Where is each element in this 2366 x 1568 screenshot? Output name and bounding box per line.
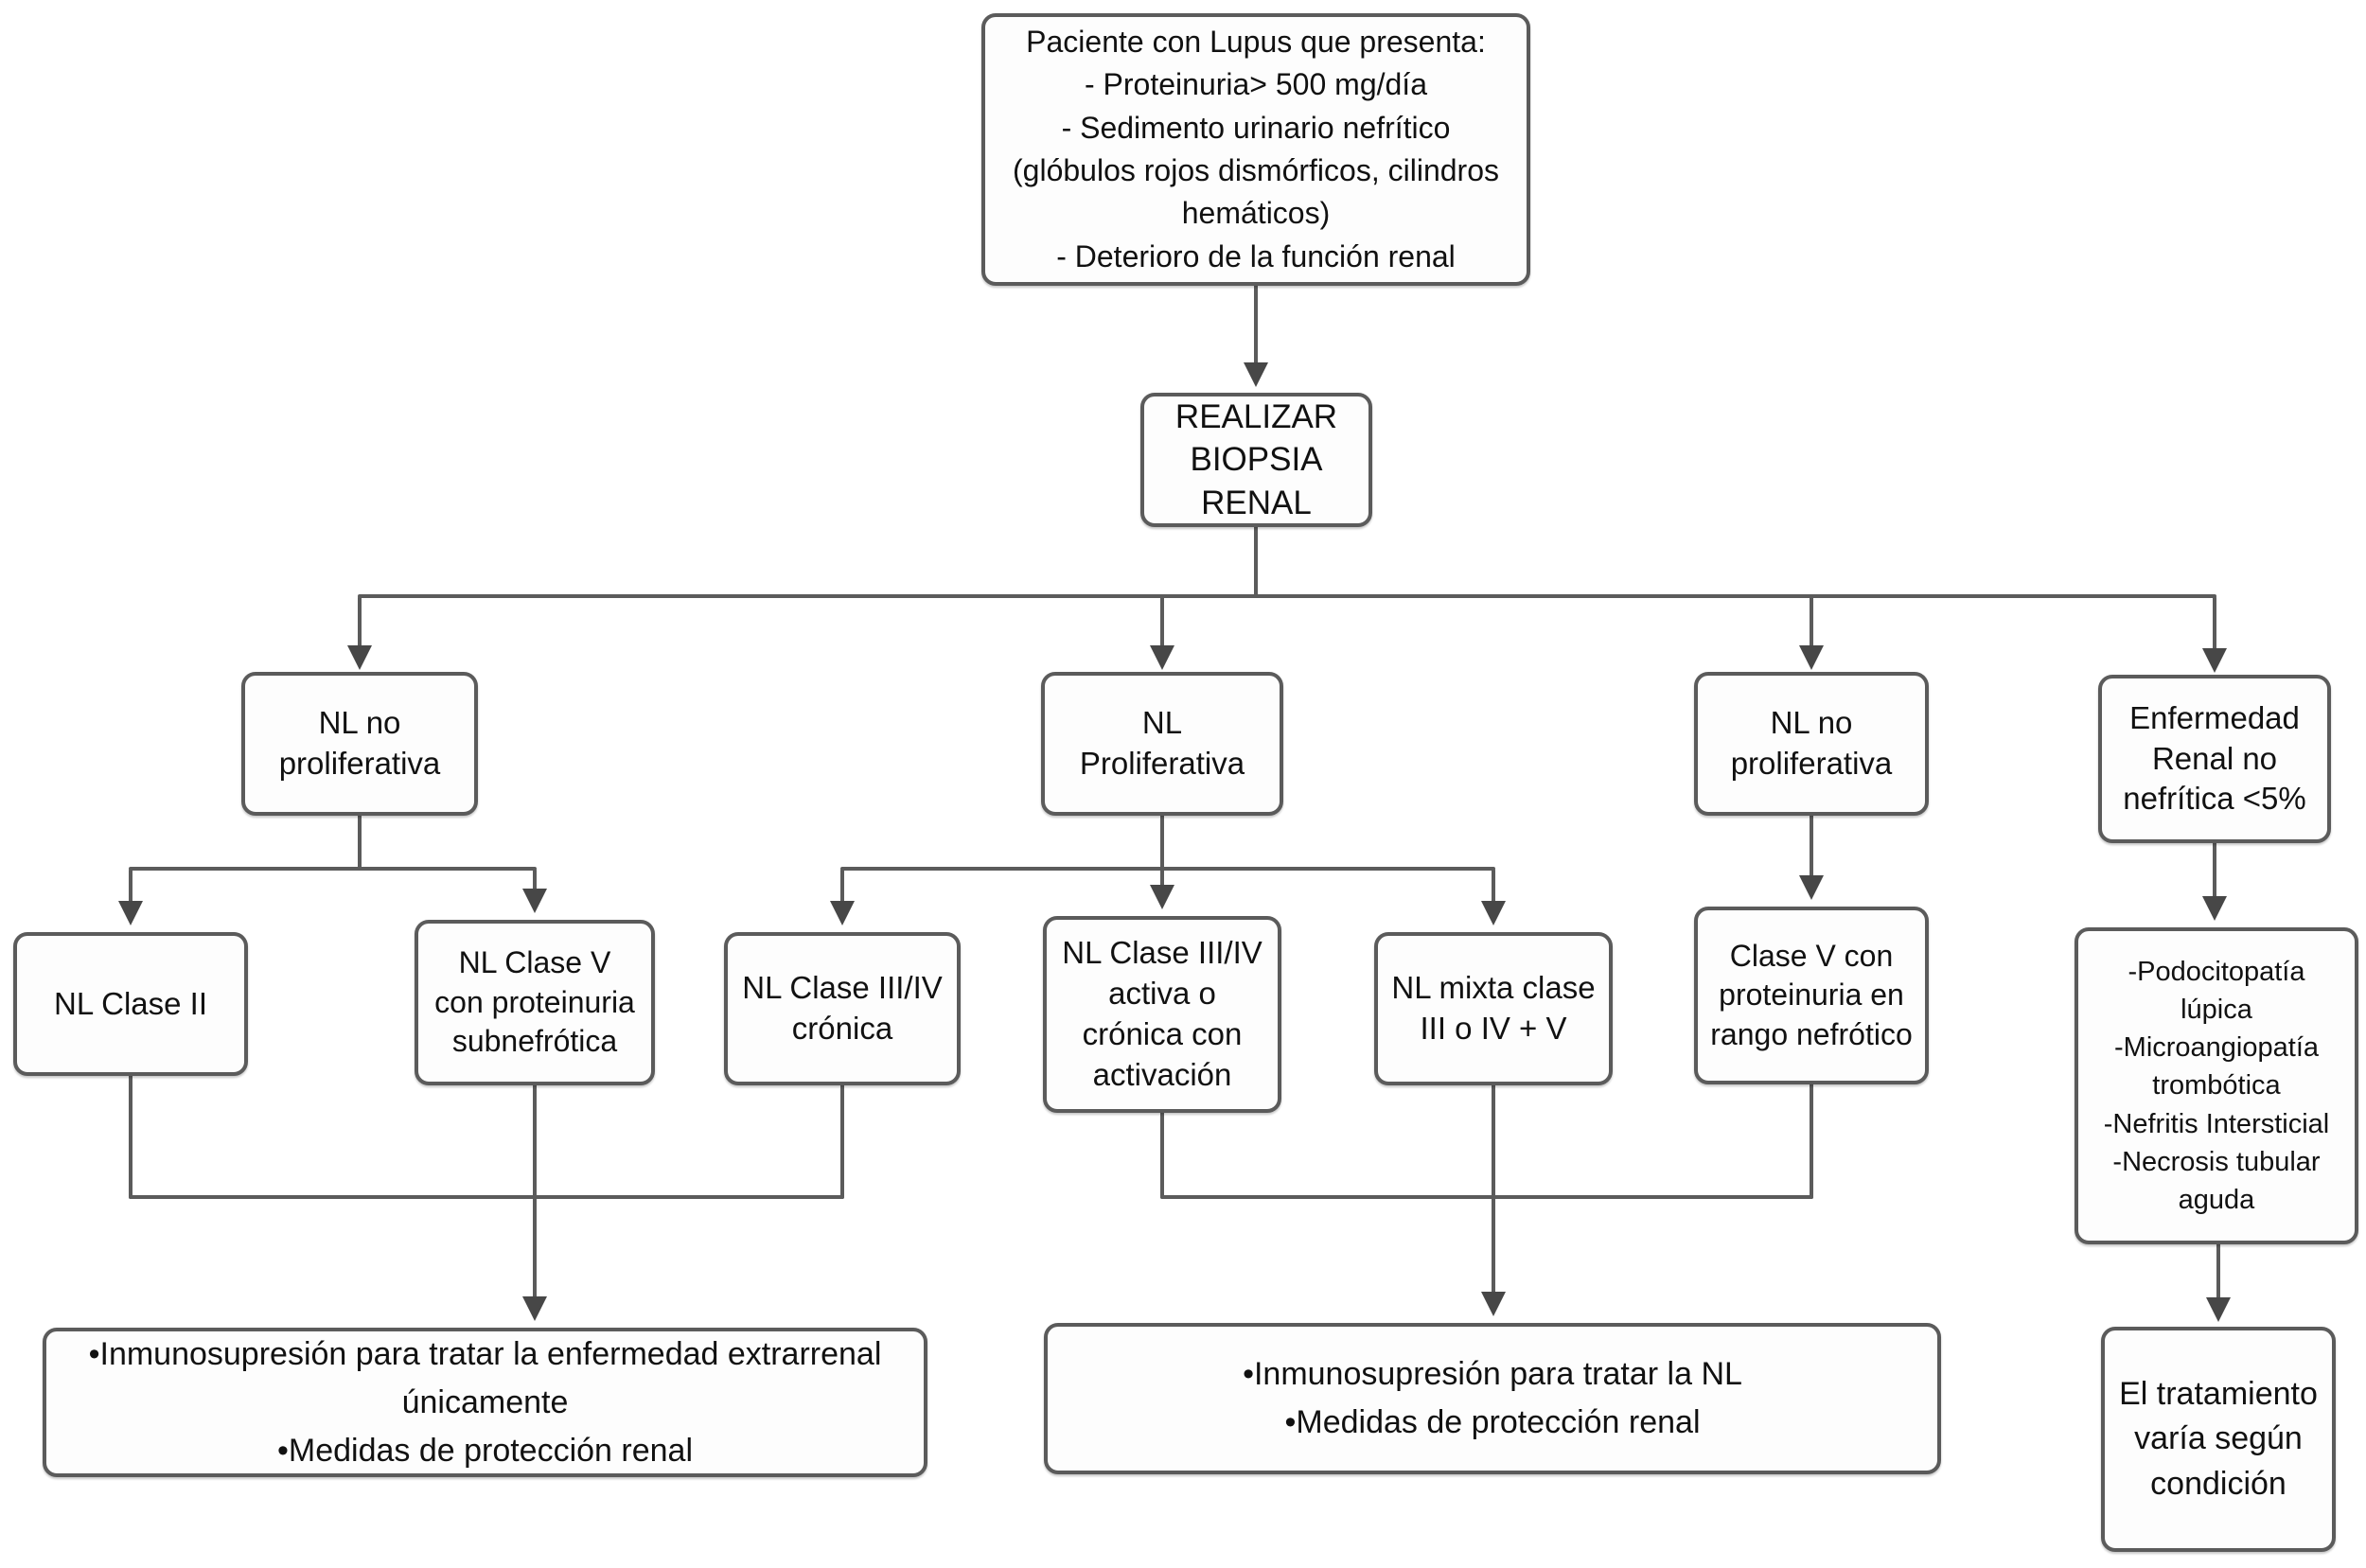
node-otras-condiciones-renales: -Podocitopatía lúpica -Microangiopatía t…	[2075, 927, 2358, 1244]
node-tratamiento-nl: •Inmunosupresión para tratar la NL •Medi…	[1044, 1323, 1941, 1474]
node-realizar-biopsia: REALIZAR BIOPSIA RENAL	[1140, 393, 1372, 527]
node-nl-mixta: NL mixta clase III o IV + V	[1374, 932, 1613, 1085]
node-nl-clase-iii-iv-cronica: NL Clase III/IV crónica	[724, 932, 961, 1085]
connector-lines	[118, 284, 2231, 1322]
node-nl-no-proliferativa-2: NL no proliferativa	[1694, 672, 1929, 816]
node-clase-v-rango-nefrotico: Clase V con proteinuria en rango nefróti…	[1694, 907, 1929, 1084]
node-nl-clase-ii: NL Clase II	[13, 932, 248, 1076]
node-enfermedad-renal-no-nefritica: Enfermedad Renal no nefrítica <5%	[2098, 675, 2331, 843]
node-nl-no-proliferativa-1: NL no proliferativa	[241, 672, 478, 816]
node-nl-clase-v-subnefrotica: NL Clase V con proteinuria subnefrótica	[415, 920, 655, 1085]
node-tratamiento-variable: El tratamiento varía según condición	[2101, 1327, 2336, 1552]
node-nl-proliferativa: NL Proliferativa	[1041, 672, 1283, 816]
node-nl-clase-iii-iv-activa: NL Clase III/IV activa o crónica con act…	[1043, 916, 1281, 1113]
node-paciente-criterios: Paciente con Lupus que presenta: - Prote…	[981, 13, 1530, 286]
node-tratamiento-no-proliferativa: •Inmunosupresión para tratar la enfermed…	[43, 1328, 927, 1477]
